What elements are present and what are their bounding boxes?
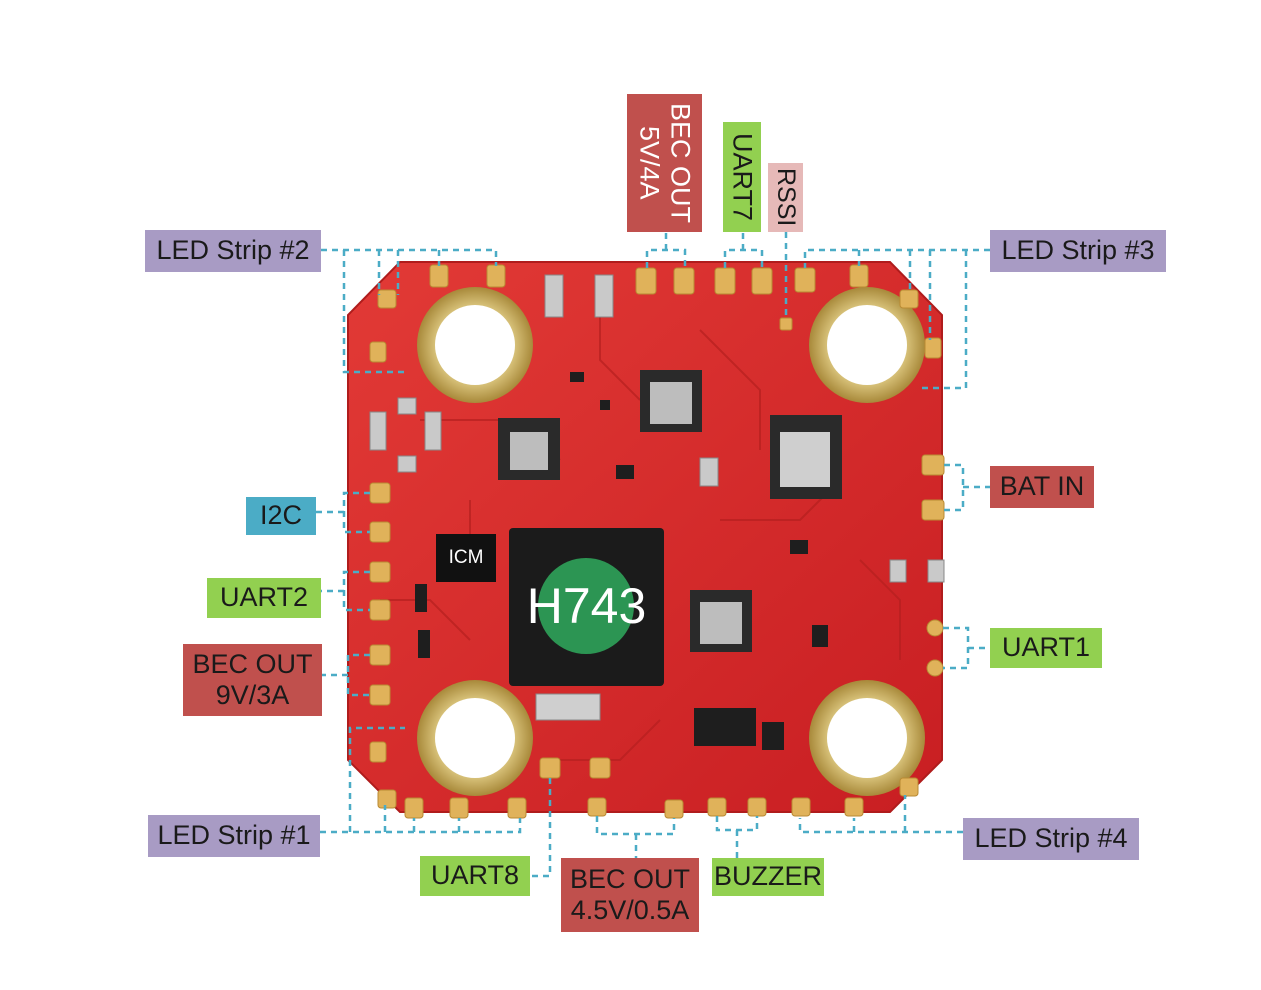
label-bec-out-9v: BEC OUT 9V/3A bbox=[183, 644, 322, 716]
board-components bbox=[369, 274, 945, 750]
label-bec-out-4v5-line2: 4.5V/0.5A bbox=[570, 895, 690, 925]
label-buzzer: BUZZER bbox=[714, 861, 822, 892]
label-led-strip-4: LED Strip #4 bbox=[974, 823, 1128, 854]
label-led-strip-2: LED Strip #2 bbox=[156, 235, 310, 266]
label-bec-out-5v: BEC OUT 5V/4A bbox=[627, 94, 702, 232]
mount-hole-br bbox=[809, 680, 925, 796]
label-rssi: RSSI bbox=[771, 168, 800, 227]
label-uart8: UART8 bbox=[430, 860, 520, 891]
mcu-chip-label: H743 bbox=[526, 578, 647, 634]
mount-hole-bl bbox=[417, 680, 533, 796]
imu-chip bbox=[436, 534, 496, 582]
label-i2c: I2C bbox=[259, 500, 303, 531]
label-bec-out-4v5: BEC OUT 4.5V/0.5A bbox=[561, 858, 699, 932]
imu-chip-label: ICM bbox=[448, 547, 484, 568]
solder-pads bbox=[369, 264, 945, 819]
label-uart7: UART7 bbox=[727, 132, 758, 222]
label-uart1: UART1 bbox=[1001, 632, 1091, 663]
label-bec-out-5v-line1: BEC OUT bbox=[665, 102, 696, 223]
mcu-logo bbox=[538, 558, 634, 654]
label-led-strip-1: LED Strip #1 bbox=[157, 820, 311, 851]
label-bec-out-4v5-line1: BEC OUT bbox=[569, 863, 690, 894]
label-bec-out-9v-line2: 9V/3A bbox=[215, 680, 290, 710]
mount-hole-tl bbox=[417, 287, 533, 403]
label-bec-out-9v-line1: BEC OUT bbox=[192, 648, 313, 679]
leader-lines bbox=[316, 232, 990, 878]
label-uart2: UART2 bbox=[219, 582, 309, 613]
label-bat-in: BAT IN bbox=[999, 471, 1085, 502]
label-led-strip-3: LED Strip #3 bbox=[1001, 235, 1155, 266]
label-bec-out-5v-line2: 5V/4A bbox=[634, 126, 665, 200]
mount-hole-tr bbox=[809, 287, 925, 403]
label-boxes bbox=[145, 94, 1166, 932]
